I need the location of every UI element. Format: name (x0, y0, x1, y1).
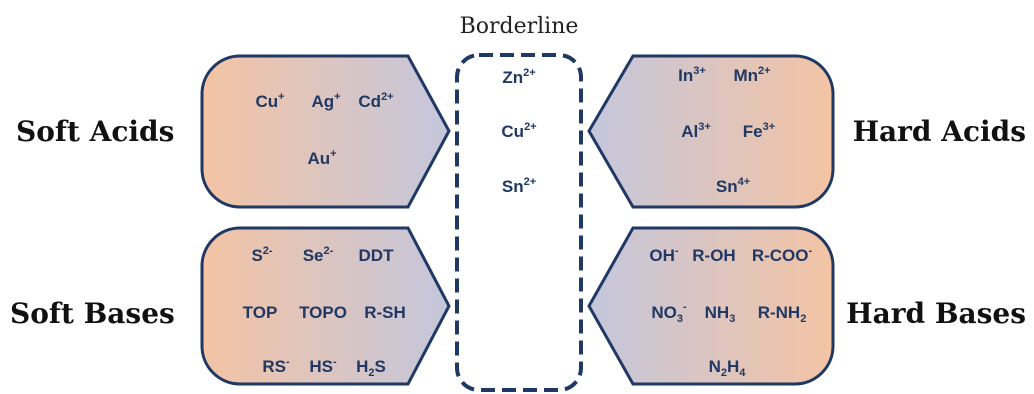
borderline-title: Borderline (460, 14, 579, 39)
soft-acid-ion: Au+ (307, 148, 336, 168)
soft-base-ion: RS- (262, 356, 290, 376)
soft-base-ion: H2S (356, 357, 386, 379)
hard-base-ion: OH- (649, 245, 679, 265)
borderline-ion: Cu2+ (501, 121, 536, 141)
borderline-column (455, 53, 583, 392)
soft-acid-ion: Cu+ (255, 91, 284, 111)
hard-bases-panel (587, 226, 835, 386)
hard-base-ion: R-NH2 (758, 303, 807, 325)
hard-base-ion: NO3- (651, 301, 687, 325)
hard-acid-ion: Sn4+ (716, 176, 750, 196)
soft-acid-ion: Cd2+ (358, 91, 393, 111)
soft-base-ion: DDT (359, 246, 395, 265)
hard-bases-label: Hard Bases (846, 297, 1026, 330)
soft-acids-panel (200, 54, 451, 209)
soft-acids-label: Soft Acids (16, 115, 174, 148)
borderline-ion: Sn2+ (502, 176, 536, 196)
hard-acid-ion: In3+ (678, 65, 706, 85)
hard-base-ion: R-COO- (752, 245, 813, 265)
soft-base-ion: TOPO (299, 303, 347, 322)
hard-base-ion: R-OH (692, 246, 735, 265)
hard-acids-panel (587, 54, 835, 209)
soft-base-ion: HS- (309, 356, 337, 376)
hard-base-ion: NH3 (705, 303, 736, 325)
hard-base-ion: N2H4 (709, 357, 747, 379)
soft-base-ion: S2- (251, 245, 272, 265)
hard-acid-ion: Al3+ (681, 121, 711, 141)
soft-base-ion: Se2- (303, 245, 334, 265)
soft-base-ion: TOP (243, 303, 278, 322)
borderline-ion: Zn2+ (502, 67, 535, 87)
hard-acid-ion: Mn2+ (733, 65, 770, 85)
hard-acid-ion: Fe3+ (743, 121, 775, 141)
soft-base-ion: R-SH (364, 303, 406, 322)
hard-acids-label: Hard Acids (853, 115, 1026, 148)
soft-bases-panel (200, 226, 451, 386)
soft-acid-ion: Ag+ (311, 91, 340, 111)
soft-bases-label: Soft Bases (10, 297, 175, 330)
